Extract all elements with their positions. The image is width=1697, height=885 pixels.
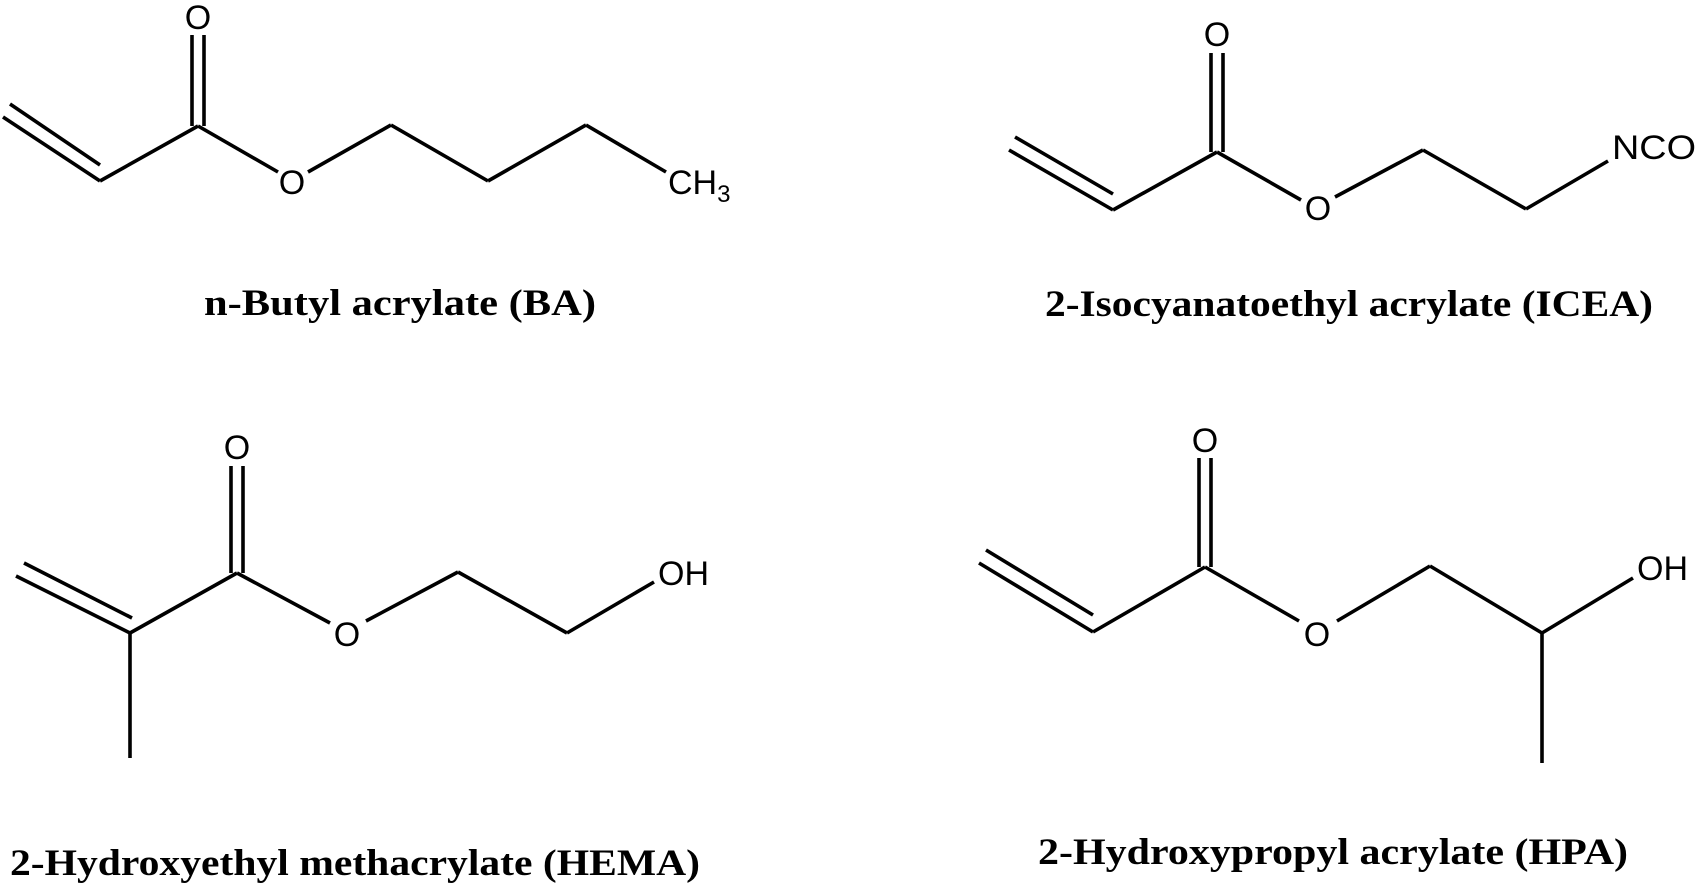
- icea-bonds: [1008, 53, 1609, 212]
- ba-bonds: [2, 35, 667, 183]
- icea-carbonyl-oxygen: O: [1204, 16, 1230, 54]
- hpa-carbonyl-oxygen: O: [1192, 422, 1218, 460]
- hpa-ester-oxygen: O: [1304, 616, 1330, 654]
- hpa-hydroxyl-group: OH: [1637, 550, 1688, 588]
- ba-carbonyl-oxygen: O: [185, 0, 211, 37]
- molecule-ba: O O CH3 n-Butyl acrylate (BA): [2, 0, 730, 324]
- ba-methyl-ch: CH: [668, 164, 717, 202]
- hema-hydroxyl-group: OH: [658, 555, 709, 593]
- hema-name-label: 2-Hydroxyethyl methacrylate (HEMA): [10, 843, 700, 884]
- molecule-hema: O O OH 2-Hydroxyethyl methacrylate (HEMA…: [10, 429, 709, 884]
- hema-ester-oxygen: O: [334, 616, 360, 654]
- icea-name-label: 2-Isocyanatoethyl acrylate (ICEA): [1045, 284, 1653, 325]
- molecule-icea: O O NCO 2-Isocyanatoethyl acrylate (ICEA…: [1008, 16, 1696, 325]
- hema-carbonyl-oxygen: O: [224, 429, 250, 467]
- ba-ester-oxygen: O: [279, 164, 305, 202]
- ba-name-label: n-Butyl acrylate (BA): [204, 283, 596, 324]
- ba-methyl-subscript: 3: [717, 181, 730, 208]
- icea-ester-oxygen: O: [1305, 190, 1331, 228]
- hpa-bonds: [978, 458, 1634, 763]
- icea-isocyanate-group: NCO: [1612, 129, 1696, 167]
- molecule-hpa: O O OH 2-Hydroxypropyl acrylate (HPA): [978, 422, 1688, 873]
- hpa-name-label: 2-Hydroxypropyl acrylate (HPA): [1038, 832, 1628, 873]
- ba-methyl-group: CH3: [668, 164, 730, 208]
- hema-bonds: [15, 466, 655, 758]
